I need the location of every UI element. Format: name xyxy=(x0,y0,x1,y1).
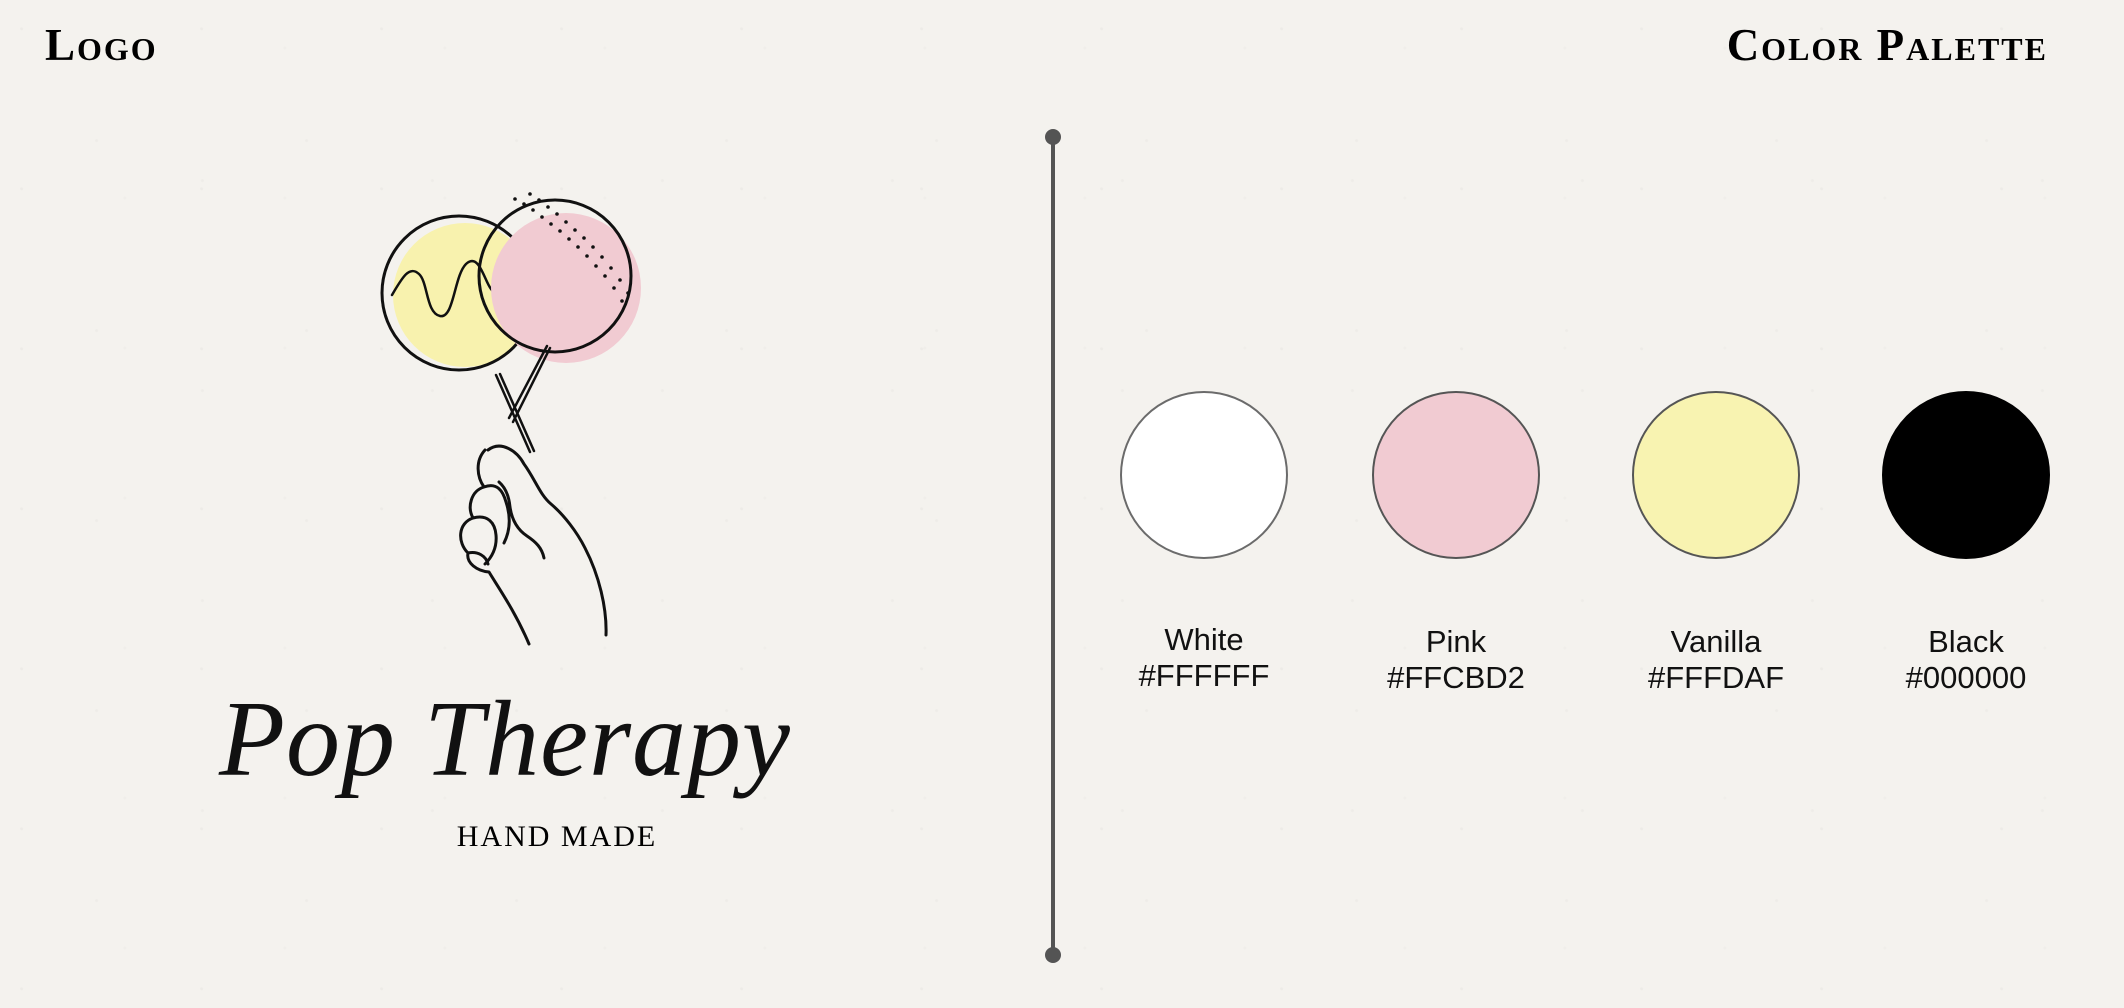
swatch-pink xyxy=(1372,391,1540,559)
swatch-label-vanilla: Vanilla #FFFDAF xyxy=(1616,624,1816,695)
logo-section-title: Logo xyxy=(45,20,158,70)
swatch-hex-pink: #FFCBD2 xyxy=(1387,659,1525,695)
swatch-name-white: White xyxy=(1164,622,1244,657)
divider-top-dot xyxy=(1045,129,1061,145)
swatch-label-black: Black #000000 xyxy=(1866,624,2066,695)
swatch-black xyxy=(1882,391,2050,559)
swatch-hex-black: #000000 xyxy=(1905,659,2027,695)
swatch-name-black: Black xyxy=(1928,624,2004,659)
swatch-white xyxy=(1120,391,1288,559)
swatch-label-pink: Pink #FFCBD2 xyxy=(1356,624,1556,695)
hand-outline xyxy=(459,444,608,646)
lollipop-sticks xyxy=(494,344,552,454)
pink-lollipop xyxy=(477,192,641,363)
brand-name-text: Pop Therapy xyxy=(218,680,791,799)
swatch-label-white: White #FFFFFF xyxy=(1104,622,1304,693)
swatch-name-pink: Pink xyxy=(1425,624,1487,659)
divider-bottom-dot xyxy=(1045,947,1061,963)
lollipop-logo-illustration xyxy=(380,192,641,646)
section-divider-line xyxy=(1051,136,1055,956)
pink-lollipop-dots xyxy=(513,192,630,303)
swatch-vanilla xyxy=(1632,391,1800,559)
swatch-hex-white: #FFFFFF xyxy=(1138,657,1270,693)
swatch-name-vanilla: Vanilla xyxy=(1670,624,1762,659)
brand-wordmark: Pop Therapy xyxy=(218,680,791,799)
brand-tagline: HAND MADE xyxy=(456,820,658,853)
swatch-hex-vanilla: #FFFDAF xyxy=(1647,659,1785,695)
palette-section-title: Color Palette xyxy=(1726,20,2048,70)
